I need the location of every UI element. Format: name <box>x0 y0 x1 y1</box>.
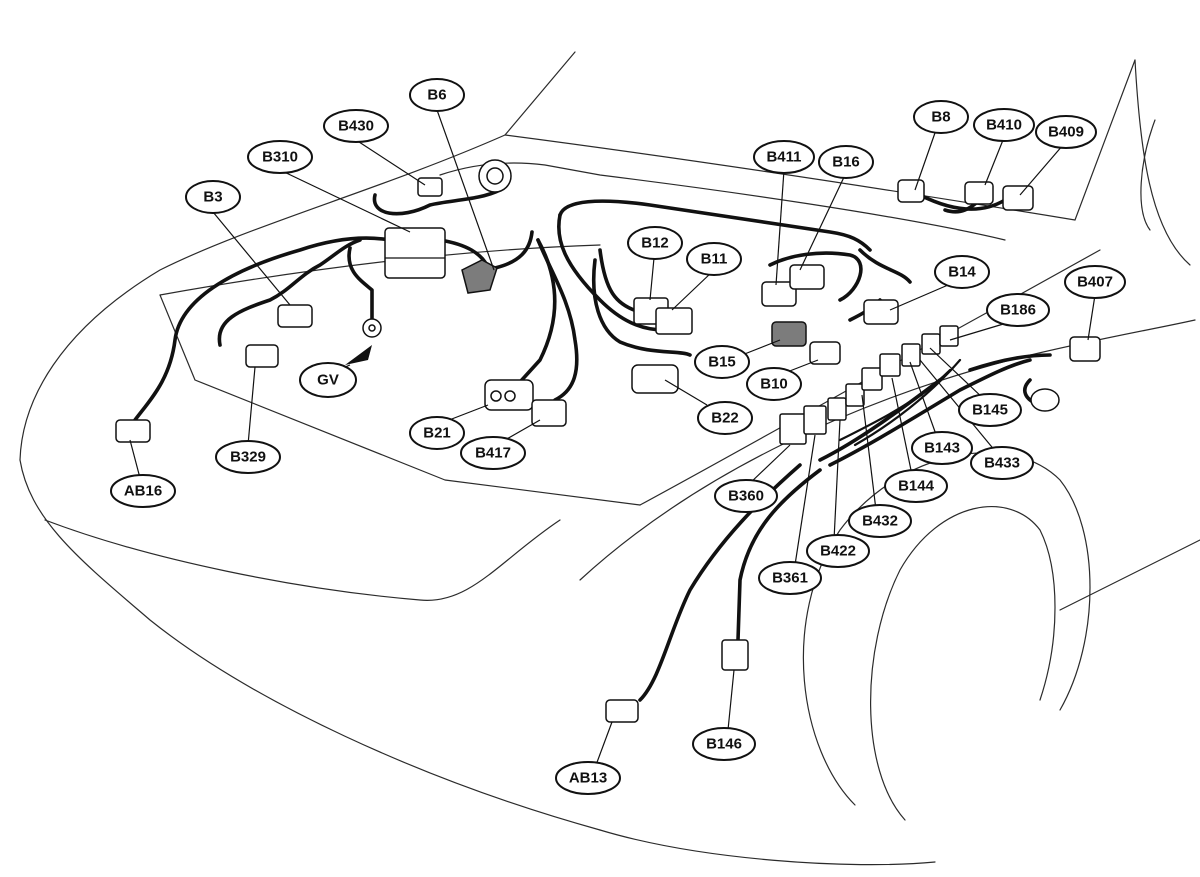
callout-b310: B310 <box>247 140 313 174</box>
callout-b6-text: B6 <box>427 87 446 104</box>
callout-b10: B10 <box>746 367 802 401</box>
callout-b407-text: B407 <box>1077 274 1113 291</box>
connector-block-b360-row <box>779 325 959 445</box>
callout-gv-text: GV <box>317 372 339 389</box>
connector-b430 <box>417 177 443 197</box>
connector-b16 <box>789 264 825 290</box>
ground-terminal-gv <box>345 318 382 365</box>
connector-b14 <box>863 299 899 325</box>
callout-b16: B16 <box>818 145 874 179</box>
callout-labels: B6 B430 B310 B3 GV B329 AB16 B21 B417 B4… <box>110 78 1126 795</box>
callout-b430-text: B430 <box>338 118 374 135</box>
callout-b186: B186 <box>986 293 1050 327</box>
connector-b8 <box>897 179 925 203</box>
connector-b409 <box>1002 185 1034 211</box>
connectors <box>115 159 1101 723</box>
connector-b6 <box>461 159 512 294</box>
callout-b146-text: B146 <box>706 736 742 753</box>
callout-b411-text: B411 <box>766 149 801 166</box>
connector-b10 <box>809 341 841 365</box>
callout-b410: B410 <box>973 108 1035 142</box>
callout-b145-text: B145 <box>972 402 1008 419</box>
callout-b361: B361 <box>758 561 822 595</box>
callout-b146: B146 <box>692 727 756 761</box>
callout-b409: B409 <box>1035 115 1097 149</box>
callout-b8-text: B8 <box>931 109 950 126</box>
connector-b411 <box>761 281 797 307</box>
callout-b144-text: B144 <box>898 478 935 495</box>
callout-b407: B407 <box>1064 265 1126 299</box>
callout-b15-text: B15 <box>708 354 736 371</box>
callout-b417: B417 <box>460 436 526 470</box>
connector-b22 <box>631 364 679 394</box>
callout-b360: B360 <box>714 479 778 513</box>
connector-b410 <box>964 181 994 205</box>
connector-b3 <box>277 304 313 328</box>
callout-b433-text: B433 <box>984 455 1020 472</box>
callout-b432-text: B432 <box>862 513 898 530</box>
callout-b11: B11 <box>686 242 742 276</box>
callout-b3: B3 <box>185 180 241 214</box>
connector-b21 <box>484 379 534 411</box>
callout-b15: B15 <box>694 345 750 379</box>
callout-b14: B14 <box>934 255 990 289</box>
callout-b433: B433 <box>970 446 1034 480</box>
callout-b143-text: B143 <box>924 440 960 457</box>
callout-b422: B422 <box>806 534 870 568</box>
callout-b6: B6 <box>409 78 465 112</box>
callout-b329: B329 <box>215 440 281 474</box>
callout-ab16: AB16 <box>110 474 176 508</box>
connector-b310 <box>384 227 446 279</box>
callout-ab16-text: AB16 <box>124 483 162 500</box>
callout-b144: B144 <box>884 469 948 503</box>
callout-b361-text: B361 <box>772 570 808 587</box>
connector-ab13 <box>605 699 639 723</box>
callout-b409-text: B409 <box>1048 124 1084 141</box>
connector-b417 <box>531 399 567 427</box>
callout-b430: B430 <box>323 109 389 143</box>
callout-b186-text: B186 <box>1000 302 1036 319</box>
callout-b11-text: B11 <box>701 251 728 268</box>
callout-b21: B21 <box>409 416 465 450</box>
callout-b22: B22 <box>697 401 753 435</box>
callout-b3-text: B3 <box>203 189 222 206</box>
car-body-outline <box>19 51 1200 866</box>
callout-ab13-text: AB13 <box>569 770 607 787</box>
callout-b21-text: B21 <box>423 425 451 442</box>
connector-b11 <box>655 307 693 335</box>
callout-b417-text: B417 <box>475 445 511 462</box>
connector-b329 <box>245 344 279 368</box>
callout-b14-text: B14 <box>948 264 976 281</box>
connector-b407 <box>1069 336 1101 362</box>
connector-ab16 <box>115 419 151 443</box>
callout-b16-text: B16 <box>832 154 860 171</box>
callout-gv: GV <box>299 362 357 398</box>
connector-b146 <box>721 639 749 671</box>
callout-b422-text: B422 <box>820 543 856 560</box>
callout-b360-text: B360 <box>728 488 764 505</box>
connector-b145-round <box>1030 388 1060 412</box>
callout-b143: B143 <box>911 431 973 465</box>
callout-b410-text: B410 <box>986 117 1022 134</box>
callout-b10-text: B10 <box>760 376 788 393</box>
callout-b145: B145 <box>958 393 1022 427</box>
callout-ab13: AB13 <box>555 761 621 795</box>
callout-b22-text: B22 <box>711 410 739 427</box>
callout-b12-text: B12 <box>641 235 669 252</box>
callout-b432: B432 <box>848 504 912 538</box>
callout-b310-text: B310 <box>262 149 298 166</box>
callout-b329-text: B329 <box>230 449 266 466</box>
callout-b12: B12 <box>627 226 683 260</box>
connector-b15 <box>771 321 807 347</box>
callout-b411: B411 <box>753 140 815 174</box>
callout-b8: B8 <box>913 100 969 134</box>
